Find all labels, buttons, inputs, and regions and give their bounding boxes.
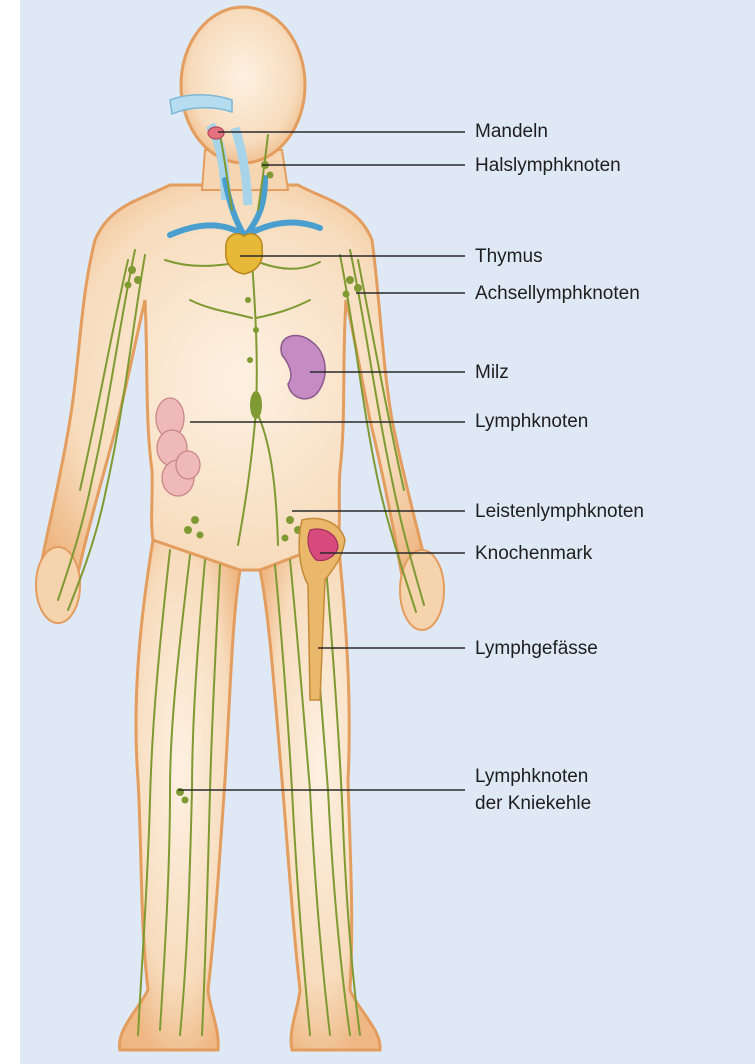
label-kniekehle-line2: der Kniekehle <box>475 792 591 816</box>
left-hand <box>36 547 80 623</box>
label-achsellymphknoten: Achsellymphknoten <box>475 282 640 306</box>
label-milz: Milz <box>475 361 509 385</box>
label-mandeln: Mandeln <box>475 120 548 144</box>
tonsil <box>208 127 224 139</box>
thymus <box>226 234 263 274</box>
lymphatic-system-figure: Mandeln Halslymphknoten Thymus Achsellym… <box>20 0 755 1064</box>
label-lymphgefaesse: Lymphgefässe <box>475 637 598 661</box>
label-lymphknoten: Lymphknoten <box>475 410 588 434</box>
body-illustration <box>20 0 755 1064</box>
right-hand <box>400 550 444 630</box>
label-knochenmark: Knochenmark <box>475 542 592 566</box>
label-kniekehle-line1: Lymphknoten <box>475 765 588 789</box>
label-leistenlymphknoten: Leistenlymphknoten <box>475 500 644 524</box>
label-halslymphknoten: Halslymphknoten <box>475 154 621 178</box>
label-thymus: Thymus <box>475 245 543 269</box>
